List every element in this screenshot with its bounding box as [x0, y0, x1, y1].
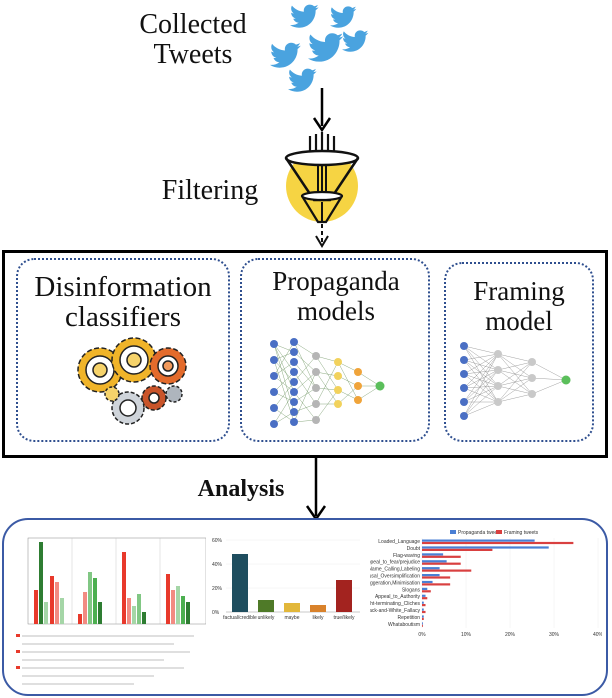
- bar: [422, 608, 424, 611]
- bar: [422, 624, 423, 627]
- twitter-birds-icon: [270, 4, 369, 92]
- bar: [258, 600, 274, 612]
- row-label: Whataboutism: [388, 622, 420, 628]
- bar: [422, 567, 440, 570]
- category-label: maybe: [284, 615, 299, 621]
- framing-network-icon: [460, 342, 571, 420]
- bar: [422, 555, 461, 558]
- x-tick-label: 20%: [505, 632, 516, 638]
- legend-label: Framing tweets: [504, 530, 539, 536]
- filtering-label: Filtering: [161, 175, 259, 206]
- bar: [422, 617, 424, 620]
- category-label: factual/credible: [223, 615, 257, 621]
- bar: [422, 541, 574, 545]
- y-tick-label: 20%: [212, 586, 223, 592]
- category-label: likely: [312, 615, 324, 621]
- row-label: Black-and-White_Fallacy: [370, 608, 420, 614]
- x-tick-label: 0%: [418, 632, 426, 638]
- row-label: Exaggeration,Minimisation: [370, 580, 420, 586]
- propaganda-network-icon: [270, 338, 385, 428]
- y-tick-label: 40%: [212, 562, 223, 568]
- bar: [422, 601, 424, 604]
- legend-label: Propaganda tweets: [458, 530, 502, 536]
- bar: [422, 553, 444, 556]
- bar: [422, 587, 428, 590]
- category-label: true/likely: [333, 615, 355, 621]
- bar: [336, 580, 352, 612]
- collected-tweets-label: Collected Tweets: [139, 9, 247, 70]
- row-label: Appeal_to_Authority: [375, 594, 421, 600]
- bar: [310, 605, 326, 612]
- row-label: Repetition: [397, 615, 420, 621]
- bar: [422, 548, 493, 551]
- bar: [422, 590, 431, 593]
- bar: [422, 576, 451, 579]
- x-tick-label: 40%: [593, 632, 602, 638]
- bar: [422, 615, 424, 618]
- bar: [284, 603, 300, 612]
- arrow-down-icon: [312, 88, 332, 133]
- bar: [422, 574, 440, 577]
- gears-icon: [77, 337, 187, 425]
- row-label: Thought-terminating_Cliches: [370, 601, 420, 607]
- row-label: Slogans: [402, 587, 421, 593]
- analysis-label: Analysis: [197, 476, 285, 502]
- x-tick-label: 30%: [549, 632, 560, 638]
- row-label: Loaded_Language: [378, 539, 420, 545]
- y-tick-label: 60%: [212, 538, 223, 544]
- bar: [422, 604, 426, 607]
- bar: [422, 622, 423, 625]
- row-label: Causal_Oversimplification: [370, 574, 420, 580]
- row-label: Name_Calling,Labeling: [370, 567, 420, 573]
- legend-swatch: [496, 530, 502, 534]
- category-label: unlikely: [258, 615, 275, 621]
- arrow-down-icon: [305, 456, 327, 522]
- legend-swatch: [450, 530, 456, 534]
- propaganda-label: Propaganda models: [272, 266, 400, 326]
- bar: [422, 560, 447, 563]
- row-label: Appeal_to_fear/prejudice: [370, 560, 420, 566]
- disinformation-results-chart: [16, 537, 206, 685]
- propaganda-panel: [240, 258, 430, 442]
- y-tick-label: 0%: [212, 610, 220, 616]
- funnel-icon: [284, 132, 360, 248]
- bar: [422, 610, 426, 614]
- bar: [422, 539, 535, 542]
- bar: [422, 546, 549, 549]
- row-label: Flag-waving: [393, 553, 420, 559]
- bar: [422, 583, 451, 586]
- bar: [422, 580, 433, 584]
- framing-label: Framing model: [473, 276, 565, 336]
- disinformation-label: Disinformation classifiers: [34, 271, 212, 333]
- x-tick-label: 10%: [461, 632, 472, 638]
- bar: [422, 569, 472, 572]
- bar: [232, 554, 248, 612]
- bar: [422, 562, 461, 565]
- bar: [422, 597, 428, 600]
- row-label: Doubt: [407, 546, 421, 552]
- bar: [422, 594, 426, 597]
